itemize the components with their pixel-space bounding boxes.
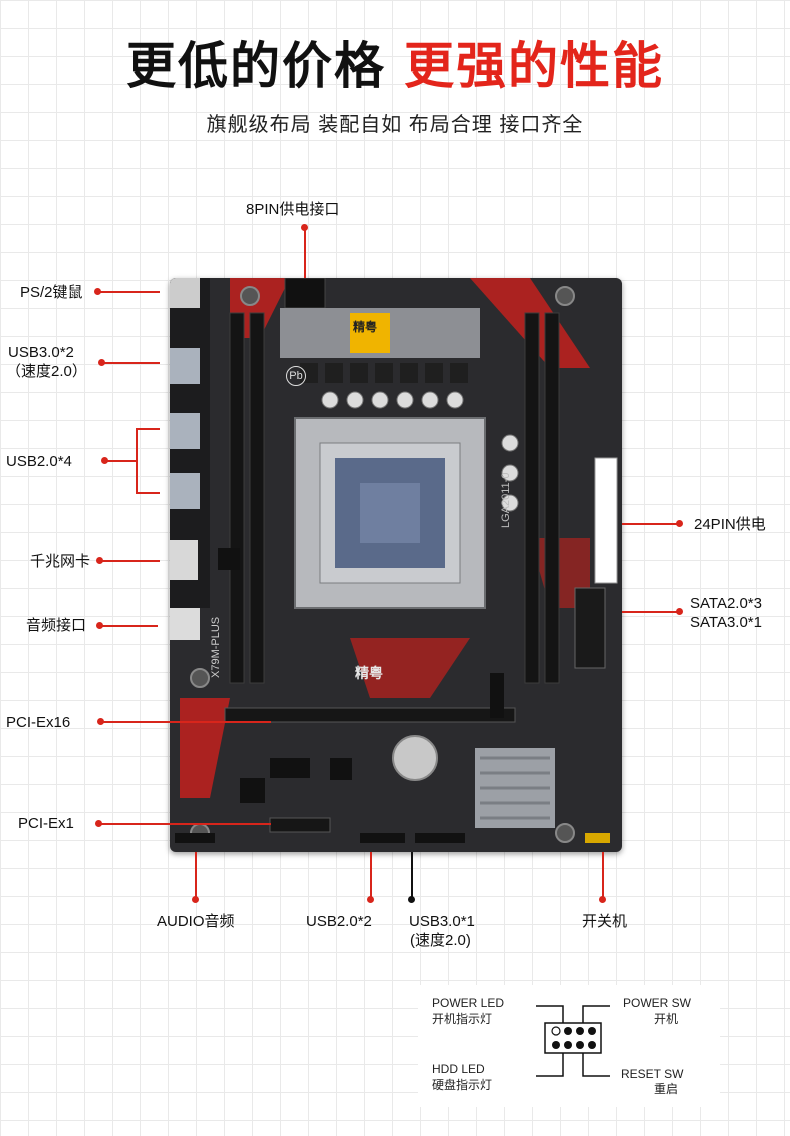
label-sata-line1: SATA2.0*3 [690, 595, 762, 612]
callout-dot-ps2 [94, 288, 101, 295]
legend-power-sw-cn: 开机 [654, 1012, 679, 1026]
callout-bracket-top-usb20-rear [136, 428, 160, 430]
brand-label: 精粤 [355, 665, 383, 681]
callout-dot-usb20-header [367, 896, 374, 903]
page-title: 更低的价格更强的性能 [0, 26, 790, 98]
label-usb30-header: USB3.0*1 [409, 913, 475, 930]
legend-power-led: POWER LED [432, 996, 505, 1010]
callout-line-usb20-header [370, 852, 372, 898]
label-sata-line2: SATA3.0*1 [690, 614, 762, 631]
legend-power-sw: POWER SW [623, 996, 691, 1010]
page-subtitle: 旗舰级布局 装配自如 布局合理 接口齐全 [206, 114, 584, 136]
callout-line-pcie16 [101, 721, 271, 723]
title-red: 更强的性能 [404, 38, 664, 94]
callout-line-8pin [304, 228, 306, 278]
pb-mark: Pb [286, 366, 306, 386]
label-usb30-rear-speed: （速度2.0） [6, 363, 87, 380]
callout-dot-24pin [676, 520, 683, 527]
callout-line-power-switch [602, 852, 604, 898]
callout-dot-audio-header [192, 896, 199, 903]
label-power-switch: 开关机 [582, 913, 628, 930]
label-usb20-header: USB2.0*2 [306, 913, 372, 930]
label-usb30-header-speed: (速度2.0) [410, 932, 471, 949]
callout-line-usb20-rear [105, 460, 137, 462]
callout-line-24pin [622, 523, 678, 525]
label-audio-header: AUDIO音频 [157, 913, 235, 930]
label-8pin-power: 8PIN供电接口 [246, 201, 340, 218]
legend-reset-sw: RESET SW [621, 1067, 684, 1081]
callout-dot-usb20-rear [101, 457, 108, 464]
legend-reset-sw-cn: 重启 [654, 1082, 679, 1096]
callout-line-usb30-header [411, 852, 413, 898]
callout-bracket-bottom-usb20-rear [136, 492, 160, 494]
callout-line-pcie1 [99, 823, 271, 825]
label-usb20-rear: USB2.0*4 [6, 453, 72, 470]
callout-line-ps2 [98, 291, 160, 293]
callout-line-audio-rear [100, 625, 158, 627]
legend-hdd-led: HDD LED [432, 1062, 485, 1076]
label-pcie1: PCI-Ex1 [18, 815, 74, 832]
label-usb30-rear: USB3.0*2 [8, 344, 74, 361]
label-ps2: PS/2键鼠 [20, 284, 83, 301]
callout-dot-usb30-rear [98, 359, 105, 366]
callout-dot-lan [96, 557, 103, 564]
motherboard-image: 精粤 精粤 Pb LGA2011-0 X79M-PLUS [170, 278, 622, 852]
callout-line-audio-header [195, 852, 197, 898]
callout-dot-usb30-header [408, 896, 415, 903]
legend-power-led-cn: 开机指示灯 [432, 1012, 493, 1026]
title-black: 更低的价格 [126, 38, 386, 94]
label-pcie16: PCI-Ex16 [6, 714, 71, 731]
callout-dot-8pin [301, 224, 308, 231]
callout-line-lan [100, 560, 160, 562]
heatsink-brand-label: 精粤 [353, 320, 378, 334]
socket-label: LGA2011-0 [500, 472, 512, 528]
callout-dot-pcie1 [95, 820, 102, 827]
callout-line-sata [622, 611, 678, 613]
model-label: X79M-PLUS [210, 616, 222, 678]
callout-dot-pcie16 [97, 718, 104, 725]
front-panel-pin-diagram [536, 1005, 610, 1077]
label-24pin-power: 24PIN供电 [694, 516, 766, 533]
callout-line-usb30-rear [102, 362, 160, 364]
callout-dot-audio-rear [96, 622, 103, 629]
callout-dot-power-switch [599, 896, 606, 903]
callout-bracket-usb20-rear [136, 428, 138, 494]
label-lan: 千兆网卡 [30, 553, 91, 570]
label-audio-rear: 音频接口 [26, 617, 87, 634]
front-panel-legend: POWER LED 开机指示灯 HDD LED 硬盘指示灯 POWER SW 开… [418, 985, 720, 1107]
motherboard-drawing [170, 278, 618, 843]
callout-dot-sata [676, 608, 683, 615]
legend-hdd-led-cn: 硬盘指示灯 [432, 1078, 493, 1092]
